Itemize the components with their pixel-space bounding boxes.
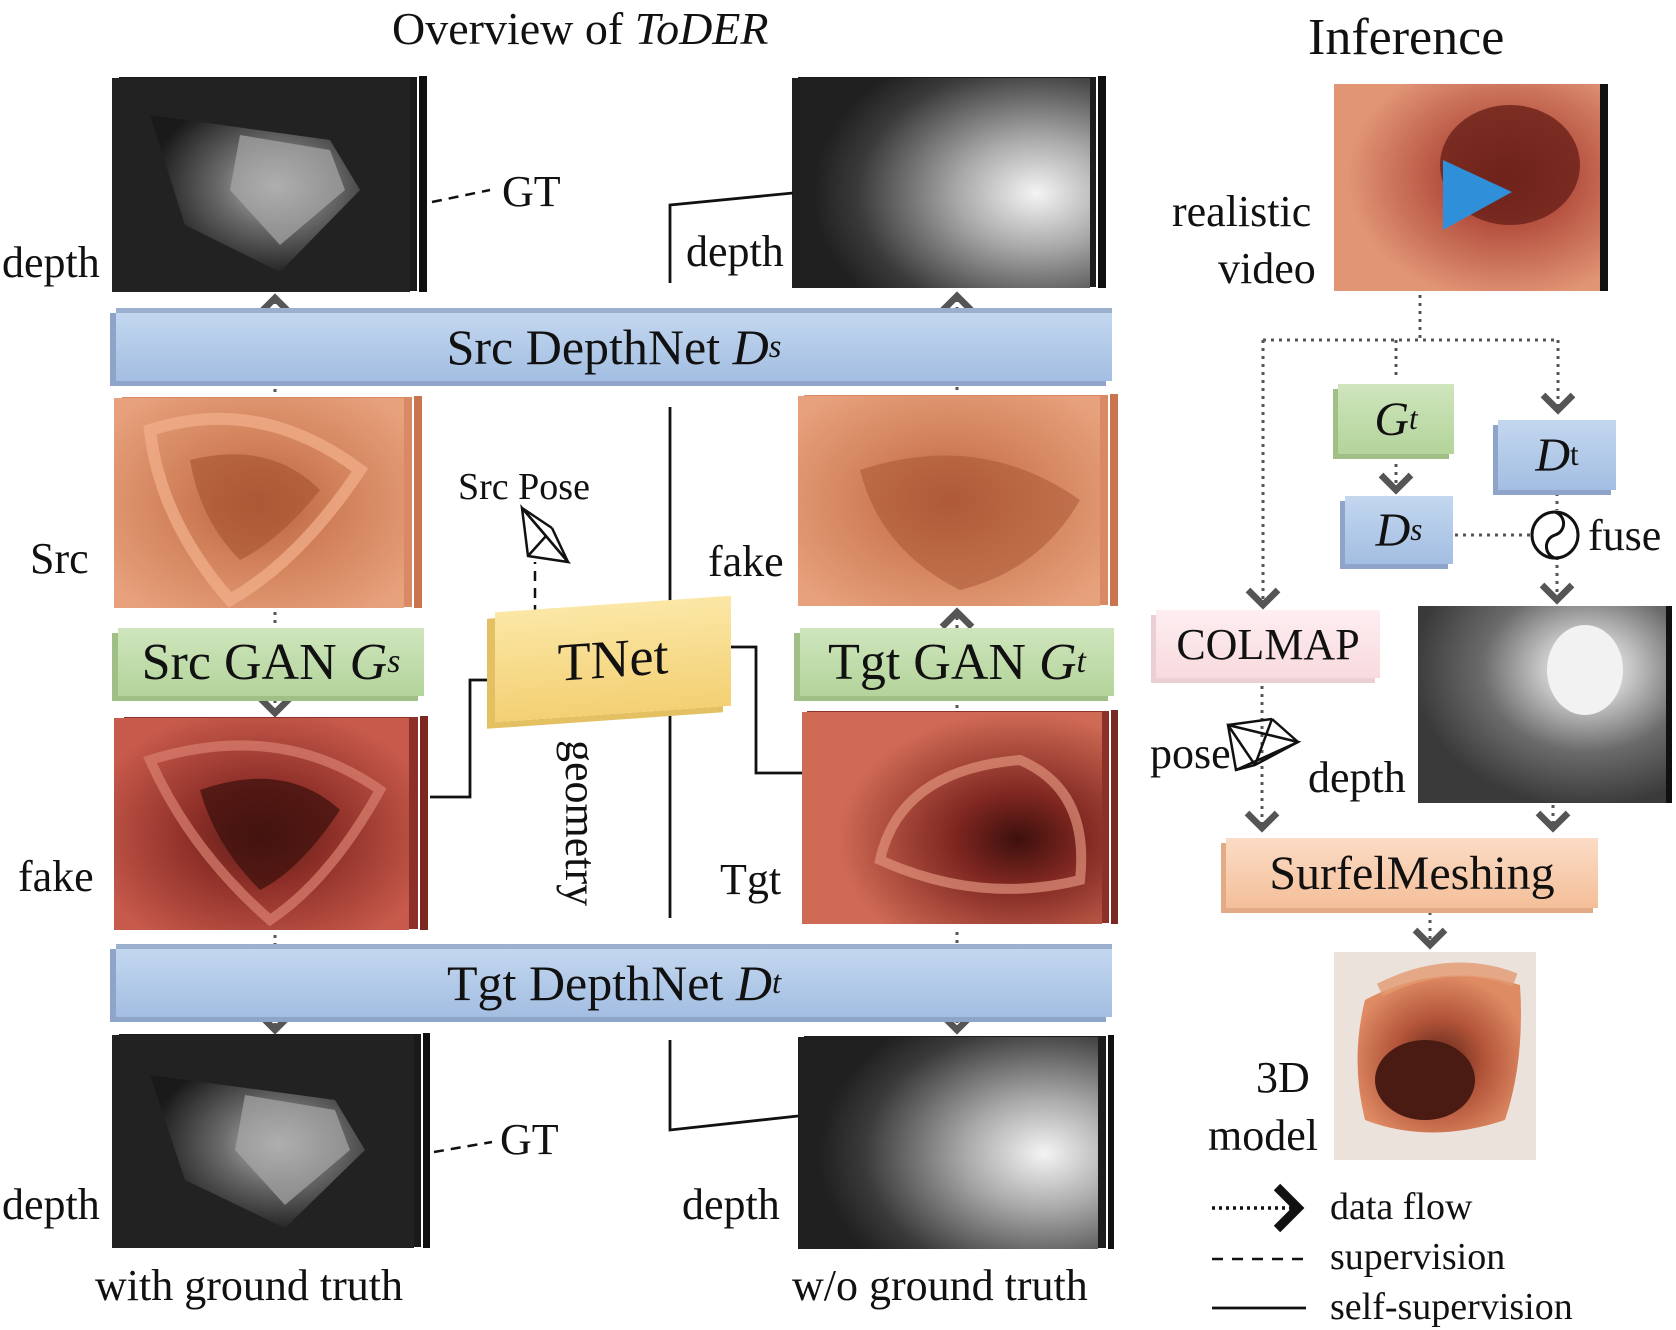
fake-right-label: fake: [708, 537, 784, 586]
tnet-box: TNet: [495, 595, 731, 723]
src-fake-realistic-image-stack: [114, 715, 428, 931]
3d-label: 3D: [1256, 1053, 1310, 1102]
realistic-label: realistic: [1172, 187, 1312, 236]
surfelmeshing-box: SurfelMeshing: [1226, 838, 1598, 908]
pose-label: pose: [1150, 729, 1231, 778]
inference-data-flow: [1244, 295, 1576, 950]
src-depth-gt-image-stack: [112, 75, 427, 293]
play-icon[interactable]: [1443, 160, 1512, 230]
gt-bottom-label: GT: [500, 1115, 559, 1164]
src-label: Src: [30, 534, 89, 583]
supervision-lines: [431, 188, 537, 1154]
colmap-box: COLMAP: [1156, 610, 1380, 678]
depth-top-right-label: depth: [686, 227, 784, 276]
3d-model-image: [1334, 952, 1536, 1160]
tgt-label: Tgt: [720, 855, 782, 904]
legend-data-flow: data flow: [1330, 1186, 1473, 1228]
inference-depth-label: depth: [1308, 753, 1406, 802]
without-ground-truth-caption: w/o ground truth: [792, 1261, 1088, 1310]
realistic-video-image: [1334, 84, 1608, 291]
src-synthetic-image-stack: [114, 395, 422, 609]
tgt-depth-with-gt-image-stack: [112, 1032, 430, 1249]
src-pose-label: Src Pose: [458, 466, 590, 508]
with-ground-truth-caption: with ground truth: [95, 1261, 403, 1310]
inference-title: Inference: [1308, 9, 1505, 66]
src-depth-label: depth: [2, 238, 100, 287]
geometry-label: geometry: [556, 740, 605, 907]
tgt-fake-synthetic-image-stack: [798, 393, 1118, 607]
camera-pose-icon: [520, 504, 572, 564]
fuse-icon: [1530, 510, 1580, 560]
tgt-src-depth-image-stack: [792, 75, 1106, 289]
video-label: video: [1218, 244, 1316, 293]
page-title: Overview of ToDER: [392, 3, 769, 54]
pose-camera-icon: [1226, 717, 1302, 772]
depth-bottom-right-label: depth: [682, 1180, 780, 1229]
model-label: model: [1208, 1111, 1318, 1160]
tgt-depth-without-gt-image-stack: [798, 1034, 1114, 1250]
legend-supervision: supervision: [1330, 1236, 1506, 1278]
legend-self-supervision: self-supervision: [1330, 1286, 1573, 1328]
tgt-real-image-stack: [802, 709, 1118, 925]
fake-left-label: fake: [18, 852, 94, 901]
depth-bottom-left-label: depth: [2, 1180, 100, 1229]
fuse-label: fuse: [1588, 511, 1662, 560]
inference-depth-image: [1418, 606, 1672, 803]
gt-top-label: GT: [502, 167, 561, 216]
legend-samples: [1212, 1183, 1306, 1310]
